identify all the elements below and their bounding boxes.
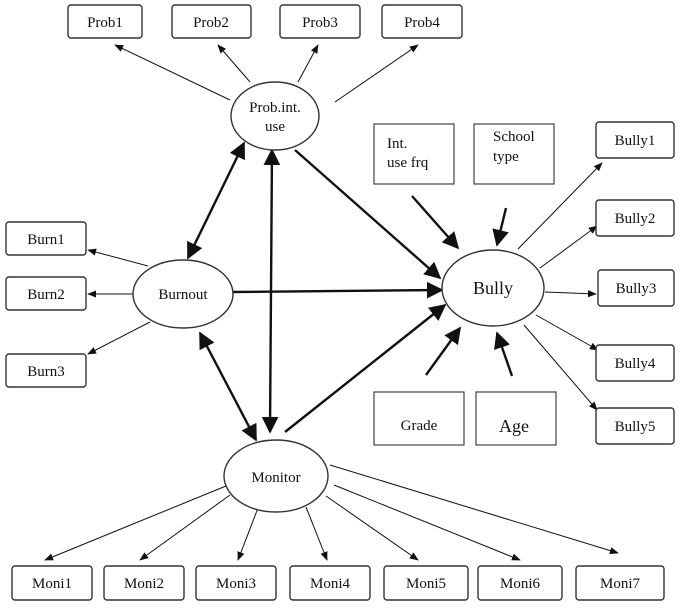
indicator-label-bully4: Bully4 (615, 356, 656, 372)
loading-prob2 (217, 44, 251, 83)
covariate-box-school (473, 123, 555, 185)
loading-prob4 (334, 44, 419, 103)
latent-label-monitor: Monitor (251, 470, 300, 486)
indicator-label-moni7: Moni7 (600, 576, 641, 592)
indicator-label-bully5: Bully5 (615, 419, 656, 435)
covariate-label-school-line2: type (493, 149, 519, 165)
indicator-box-bully4 (595, 344, 675, 382)
indicator-box-burn3 (5, 353, 87, 388)
indicator-label-moni6: Moni6 (500, 576, 541, 592)
latent-ellipse-bully (441, 249, 545, 327)
latent-ellipse-burnout (132, 259, 234, 329)
loading-prob1 (114, 44, 231, 101)
loading-burn3 (87, 321, 151, 355)
loading-moni6 (333, 484, 521, 561)
loading-moni4 (305, 506, 328, 561)
loading-moni7 (329, 464, 619, 555)
indicator-label-moni3: Moni3 (216, 576, 256, 592)
latent-label-burnout: Burnout (158, 287, 208, 303)
loading-moni2 (139, 494, 231, 561)
indicator-label-moni1: Moni1 (32, 576, 72, 592)
covariate-label-school-line1: School (493, 129, 535, 145)
loading-bully3 (544, 290, 597, 298)
indicator-label-burn1: Burn1 (27, 232, 65, 248)
indicator-box-moni4 (289, 565, 371, 601)
loading-bully2 (539, 225, 598, 269)
cov-prob-burnout (186, 141, 246, 260)
loading-bully5 (523, 324, 598, 411)
indicator-box-moni2 (103, 565, 185, 601)
indicator-box-burn2 (5, 276, 87, 311)
path-prob-bully (294, 149, 442, 280)
indicator-box-bully1 (595, 121, 675, 159)
indicator-label-moni4: Moni4 (310, 576, 351, 592)
indicator-box-moni1 (11, 565, 93, 601)
indicator-box-moni6 (477, 565, 563, 601)
indicator-label-bully3: Bully3 (616, 281, 657, 297)
covariate-label-age: Age (499, 416, 529, 436)
indicator-label-burn3: Burn3 (27, 364, 65, 380)
indicator-box-bully3 (597, 269, 675, 307)
indicator-box-bully2 (595, 199, 675, 237)
loading-moni5 (325, 495, 419, 561)
covariate-box-grade (373, 391, 465, 446)
indicator-label-bully1: Bully1 (615, 133, 656, 149)
loading-bully4 (535, 314, 599, 351)
indicator-box-moni3 (195, 565, 277, 601)
latent-ellipse-monitor (223, 439, 329, 513)
indicator-label-prob2: Prob2 (193, 15, 229, 31)
path-monitor-bully (284, 303, 447, 433)
cov-prob-monitor (261, 148, 281, 434)
indicator-box-bully5 (595, 407, 675, 445)
indicator-label-moni2: Moni2 (124, 576, 164, 592)
indicator-box-prob4 (381, 4, 463, 39)
covariate-label-int-use-line1: Int. (387, 136, 407, 152)
latent-ellipse-prob-int-use (230, 81, 320, 151)
loading-prob3 (297, 44, 319, 83)
covariate-label-int-use-line2: use frq (387, 155, 429, 171)
loading-moni1 (44, 485, 227, 561)
indicator-label-prob3: Prob3 (302, 15, 338, 31)
loading-bully1 (517, 162, 603, 250)
indicator-box-prob3 (279, 4, 361, 39)
path-burnout-bully (231, 281, 444, 299)
covariate-box-int-use (373, 123, 455, 185)
covariate-box-age (475, 391, 557, 446)
cov-burnout-monitor (198, 331, 258, 442)
indicator-box-prob1 (67, 4, 143, 39)
path-school-bully (492, 207, 509, 247)
indicator-box-moni5 (383, 565, 469, 601)
indicator-box-moni7 (575, 565, 665, 601)
indicator-label-burn2: Burn2 (27, 287, 65, 303)
loading-moni3 (237, 507, 259, 561)
indicator-label-prob4: Prob4 (404, 15, 440, 31)
loading-burn1 (87, 248, 149, 267)
latent-label-bully: Bully (473, 278, 513, 298)
indicator-box-prob2 (171, 4, 252, 39)
latent-label-prob-line2: use (265, 119, 285, 135)
indicator-box-burn1 (5, 221, 87, 256)
path-intuse-bully (411, 195, 460, 250)
path-age-bully (494, 331, 514, 377)
indicator-label-moni5: Moni5 (406, 576, 446, 592)
path-grade-bully (425, 326, 461, 376)
latent-label-prob-line1: Prob.int. (249, 100, 301, 116)
indicator-label-bully2: Bully2 (615, 211, 656, 227)
indicator-label-prob1: Prob1 (87, 15, 123, 31)
covariate-label-grade: Grade (401, 418, 438, 434)
